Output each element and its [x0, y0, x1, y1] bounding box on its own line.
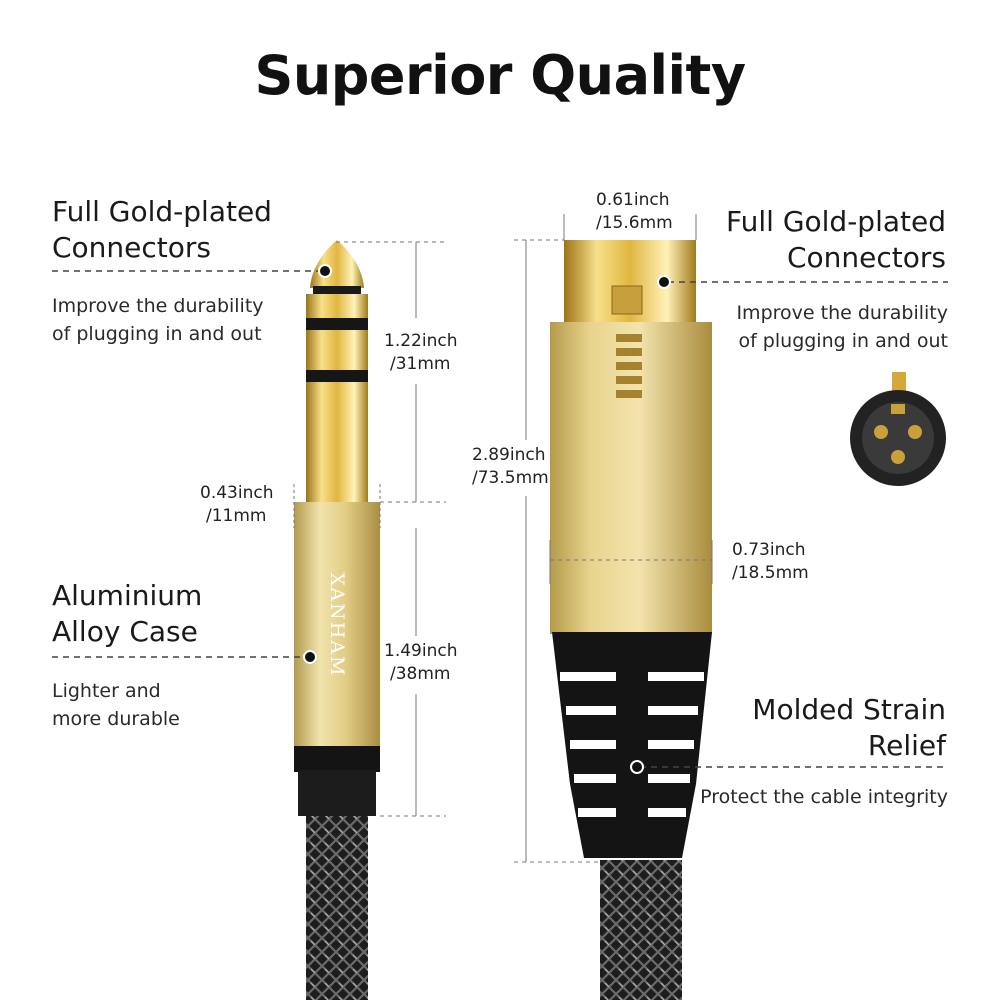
heading-line: Connectors: [52, 231, 212, 264]
dim-inch: 0.43inch: [200, 483, 274, 503]
right-top-heading: Full Gold-plated Connectors: [726, 204, 946, 276]
strain-relief: [552, 632, 712, 858]
left-bottom-description: Lighter and more durable: [52, 677, 180, 733]
dim-plug-tip: 1.22inch /31mm: [384, 330, 457, 376]
dim-mm: /11mm: [206, 506, 267, 526]
desc-line: more durable: [52, 708, 180, 730]
braided-cable-left: [306, 810, 368, 1000]
dim-inch: 1.49inch: [384, 641, 458, 661]
dim-mm: /15.6mm: [596, 213, 673, 233]
plug-tip: [310, 240, 364, 288]
desc-line: Lighter and: [52, 680, 161, 702]
page-title: Superior Quality: [254, 44, 746, 107]
dim-xlr-width: 0.73inch /18.5mm: [732, 539, 809, 585]
xlr-connector: [550, 240, 712, 1000]
dimension-lines: [293, 214, 713, 863]
dim-xlr-length: 2.89inch /73.5mm: [472, 444, 549, 490]
callout-lines: [52, 270, 948, 768]
dim-inch: 2.89inch: [472, 445, 546, 465]
brand-logo: XANHAM: [326, 572, 348, 678]
desc-line: of plugging in and out: [738, 330, 948, 352]
desc-line: Improve the durability: [736, 302, 948, 324]
braided-cable-right: [600, 860, 682, 1000]
heading-line: Aluminium: [52, 579, 203, 612]
heading-line: Full Gold-plated: [726, 205, 946, 238]
desc-line: Protect the cable integrity: [700, 786, 948, 808]
trs-plug: [294, 240, 380, 1000]
dim-inch: 0.61inch: [596, 190, 670, 210]
right-bottom-heading: Molded Strain Relief: [752, 692, 946, 764]
right-top-description: Improve the durability of plugging in an…: [736, 299, 948, 355]
dim-inch: 0.73inch: [732, 540, 806, 560]
left-bottom-heading: Aluminium Alloy Case: [52, 578, 202, 650]
desc-line: Improve the durability: [52, 295, 264, 317]
heading-line: Alloy Case: [52, 615, 198, 648]
xlr-case: [550, 322, 712, 634]
dim-mm: /31mm: [390, 354, 451, 374]
xlr-face-icon: [850, 372, 946, 486]
heading-line: Relief: [867, 729, 946, 762]
dim-inch: 1.22inch: [384, 331, 458, 351]
callout-dots: [303, 264, 671, 774]
dim-plug-width: 0.43inch /11mm: [200, 482, 273, 528]
heading-line: Molded Strain: [752, 693, 946, 726]
desc-line: of plugging in and out: [52, 323, 262, 345]
left-top-description: Improve the durability of plugging in an…: [52, 292, 264, 348]
dim-mm: /18.5mm: [732, 563, 809, 583]
dim-xlr-top: 0.61inch /15.6mm: [596, 189, 673, 235]
aluminium-case: [294, 502, 380, 748]
right-bottom-description: Protect the cable integrity: [700, 783, 948, 811]
left-top-heading: Full Gold-plated Connectors: [52, 194, 272, 266]
dim-mm: /73.5mm: [472, 468, 549, 488]
dim-plug-case: 1.49inch /38mm: [384, 640, 457, 686]
heading-line: Connectors: [786, 241, 946, 274]
dim-mm: /38mm: [390, 664, 451, 684]
heading-line: Full Gold-plated: [52, 195, 272, 228]
